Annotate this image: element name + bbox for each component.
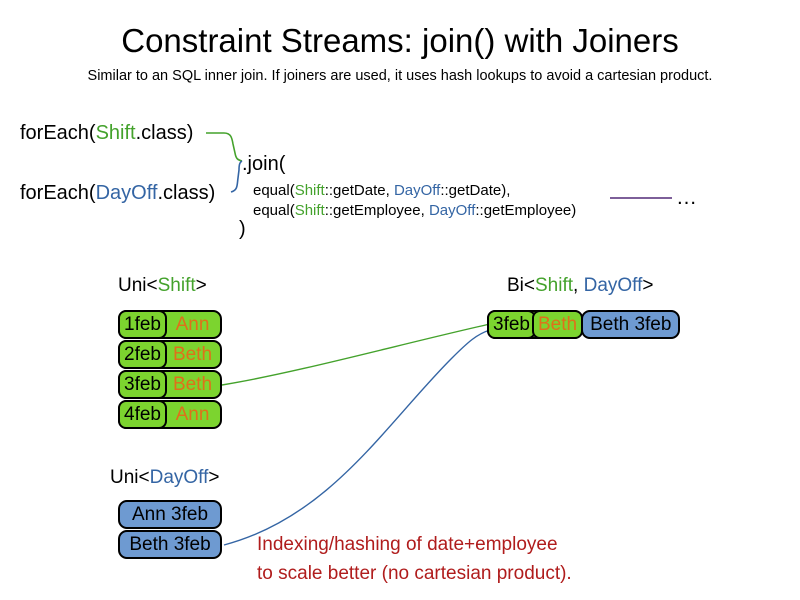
table-row: 2feb Beth: [118, 340, 222, 369]
indexing-note: Indexing/hashing of date+employee to sca…: [257, 530, 572, 588]
label-text: >: [642, 275, 654, 296]
bi-joined-row: 3feb Beth Beth 3feb: [487, 310, 681, 339]
label-text: ,: [573, 275, 584, 296]
code-text: ::getEmployee,: [324, 202, 429, 219]
dayoff-class-token: DayOff: [95, 182, 158, 204]
page-title: Constraint Streams: join() with Joiners: [121, 22, 679, 59]
shift-date-cell: 2feb: [118, 340, 167, 369]
shift-date-cell: 1feb: [118, 310, 167, 339]
shift-employee-cell: Beth: [531, 310, 584, 339]
more-joiners-ellipsis: …: [676, 186, 698, 209]
code-join-open: .join(: [242, 153, 286, 175]
code-text: ::getEmployee): [475, 202, 577, 219]
shift-class-token: Shift: [535, 275, 574, 296]
code-equal-employee: equal(Shift::getEmployee, DayOff::getEmp…: [253, 201, 576, 220]
page-subtitle: Similar to an SQL inner join. If joiners…: [87, 68, 713, 84]
bi-dayoff-part: Beth 3feb: [581, 310, 681, 339]
shift-employee-cell: Ann: [175, 313, 210, 335]
code-text: forEach(: [20, 182, 96, 204]
shift-employee-cell: Ann: [175, 403, 210, 425]
shift-date-cell: 3feb: [118, 370, 167, 399]
code-text: ::getDate),: [440, 182, 511, 199]
table-row: Ann 3feb: [118, 500, 222, 529]
label-text: >: [195, 275, 207, 296]
uni-dayoff-table: Ann 3feb Beth 3feb: [118, 500, 222, 560]
dayoff-class-token: DayOff: [149, 467, 209, 488]
dayoff-class-token: DayOff: [428, 202, 476, 219]
bi-shift-part: 3feb Beth: [487, 310, 584, 339]
code-text: ::getDate,: [324, 182, 394, 199]
label-text: Uni<: [118, 275, 158, 296]
shift-class-token: Shift: [157, 275, 196, 296]
label-text: Uni<: [110, 467, 150, 488]
code-foreach-shift: forEach(Shift.class): [20, 121, 193, 145]
code-text: .class): [157, 182, 216, 204]
dayoff-row-to-bi-line: [223, 329, 491, 546]
table-row: 4feb Ann: [118, 400, 222, 429]
uni-shift-label: Uni<Shift>: [118, 274, 207, 297]
uni-dayoff-label: Uni<DayOff>: [110, 466, 220, 489]
note-line: to scale better (no cartesian product).: [257, 563, 572, 584]
dayoff-class-token: DayOff: [393, 182, 441, 199]
shift-class-token: Shift: [294, 182, 325, 199]
uni-shift-table: 1feb Ann 2feb Beth 3feb Beth 4feb Ann: [118, 310, 222, 430]
table-row: Beth 3feb: [118, 530, 222, 559]
table-row: 3feb Beth: [118, 370, 222, 399]
brace-dayoff-to-join-line: [230, 160, 243, 193]
bi-label: Bi<Shift, DayOff>: [507, 274, 653, 297]
code-join-close: ): [239, 218, 246, 240]
shift-row-to-bi-line: [221, 323, 491, 386]
code-equal-date: equal(Shift::getDate, DayOff::getDate),: [253, 181, 510, 200]
shift-class-token: Shift: [95, 122, 136, 144]
shift-date-cell: 3feb: [487, 310, 536, 339]
code-foreach-dayoff: forEach(DayOff.class): [20, 181, 215, 205]
code-text: equal(: [253, 202, 295, 219]
dayoff-class-token: DayOff: [583, 275, 643, 296]
note-line: Indexing/hashing of date+employee: [257, 534, 558, 555]
label-text: >: [208, 467, 220, 488]
code-text: forEach(: [20, 122, 96, 144]
label-text: Bi<: [507, 275, 535, 296]
shift-class-token: Shift: [294, 202, 325, 219]
table-row: 1feb Ann: [118, 310, 222, 339]
brace-shift-to-join-line: [206, 132, 243, 162]
code-text: .class): [135, 122, 194, 144]
shift-employee-cell: Beth: [172, 343, 213, 365]
shift-employee-cell: Beth: [172, 373, 213, 395]
shift-date-cell: 4feb: [118, 400, 167, 429]
code-text: equal(: [253, 182, 295, 199]
